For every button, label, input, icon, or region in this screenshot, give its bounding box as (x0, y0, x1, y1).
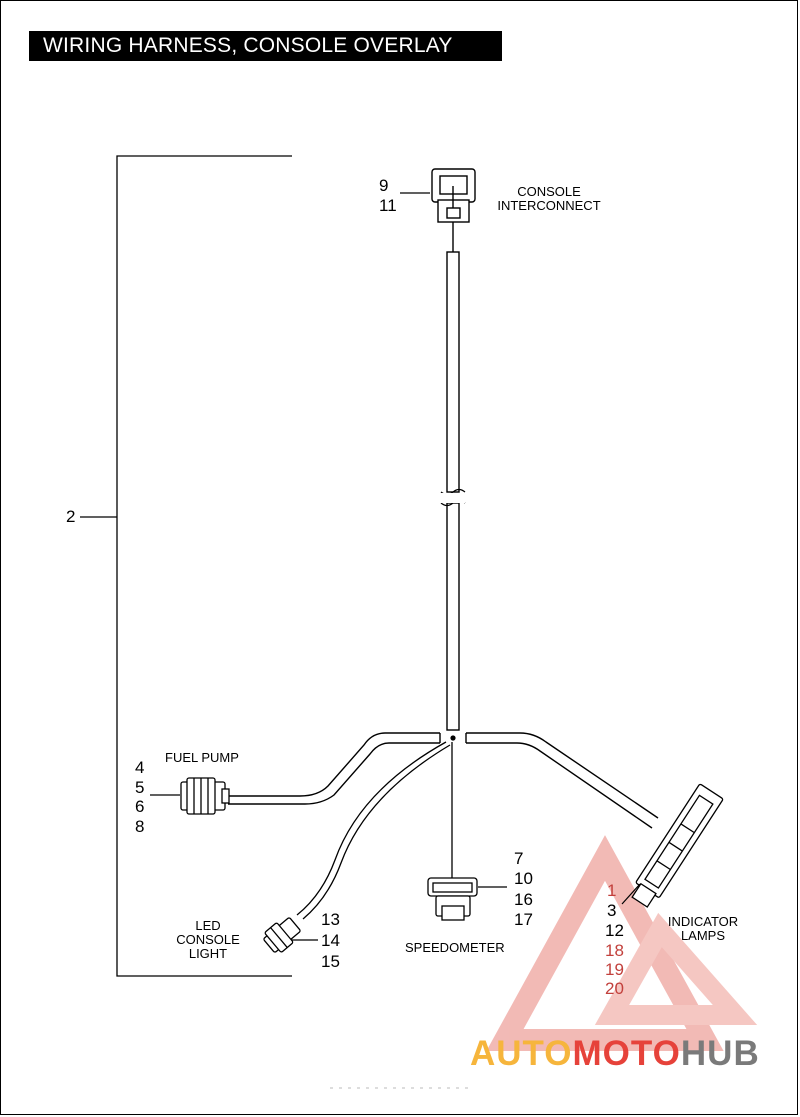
callout-16: 16 (514, 890, 533, 909)
speedometer-label: SPEEDOMETER (405, 940, 505, 955)
callout-13: 13 (321, 910, 340, 929)
callout-9: 9 (379, 176, 389, 195)
callout-10: 10 (514, 869, 533, 888)
callout-3: 3 (607, 901, 617, 920)
led-console-light-label: LED CONSOLE LIGHT (176, 918, 240, 961)
speedometer-connector-icon (427, 877, 478, 921)
callout-20: 20 (605, 979, 624, 998)
console-interconnect-connector-icon (431, 168, 476, 223)
fuel-pump-branch-wire (228, 732, 441, 805)
fuel-pump-connector-icon (180, 777, 230, 815)
callout-4: 4 (135, 758, 145, 777)
led-console-light-branch-wire (296, 741, 451, 920)
main-trunk-wire (446, 222, 460, 731)
indicator-lamps-label: INDICATOR LAMPS (667, 914, 739, 943)
callout-19: 19 (605, 960, 624, 979)
watermark-text: AUTOMOTOHUB (470, 1034, 760, 1073)
page-title: WIRING HARNESS, CONSOLE OVERLAY (29, 31, 502, 61)
callout-15: 15 (321, 952, 340, 971)
callout-6: 6 (135, 797, 145, 816)
callout-14: 14 (321, 931, 340, 950)
watermark-logo-icon (486, 835, 758, 1051)
harness-bracket (80, 155, 292, 977)
callout-5: 5 (135, 778, 145, 797)
junction-point (450, 735, 456, 741)
callout-8: 8 (135, 817, 145, 836)
callout-2: 2 (66, 507, 76, 526)
callout-11: 11 (379, 196, 397, 215)
callout-1: 1 (607, 881, 617, 900)
leader-indicator-lamps (621, 883, 641, 905)
callout-17: 17 (514, 910, 533, 929)
fuel-pump-label: FUEL PUMP (165, 750, 239, 765)
led-console-light-connector-icon (263, 917, 301, 953)
callout-12: 12 (605, 921, 624, 940)
console-interconnect-label: CONSOLE INTERCONNECT (497, 184, 601, 213)
indicator-lamps-branch-wire (465, 732, 659, 829)
callout-18: 18 (605, 941, 624, 960)
callout-7: 7 (514, 849, 524, 868)
indicator-lamps-connector-icon (631, 783, 724, 908)
